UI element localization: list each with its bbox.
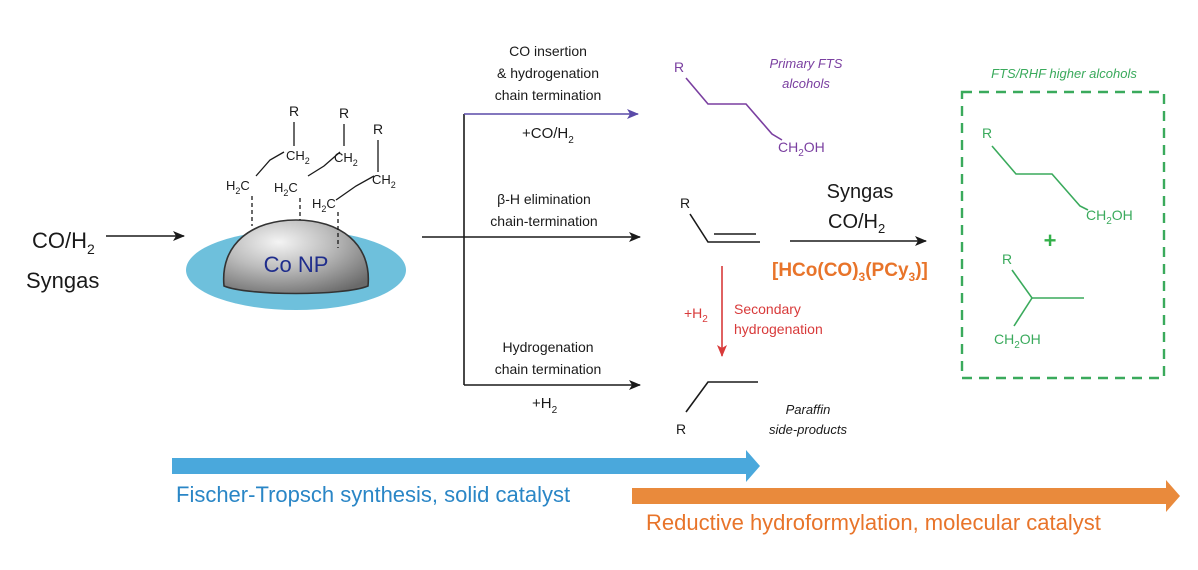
chain-r-2: R bbox=[339, 105, 349, 121]
chain-bond-5 bbox=[335, 175, 375, 201]
ch2-label-1: CH2 bbox=[286, 148, 310, 166]
route-mid-line2: chain-termination bbox=[490, 213, 597, 229]
branched-alcohol-branch bbox=[1013, 297, 1033, 327]
syngas-feed: CO/H2 Syngas bbox=[26, 228, 185, 293]
primary-alcohol-title1: Primary FTS bbox=[770, 56, 843, 71]
cobalt-nanoparticle: Co NP bbox=[186, 219, 406, 310]
linear-alcohol-r: R bbox=[982, 125, 992, 141]
route-mid-labels: β-H elimination chain-termination bbox=[490, 191, 597, 229]
fts-arrow-bar bbox=[172, 450, 760, 482]
primary-alcohol-r: R bbox=[674, 59, 684, 75]
fts-label: Fischer-Tropsch synthesis, solid catalys… bbox=[176, 482, 570, 507]
olefin-molecule: R bbox=[680, 195, 760, 243]
secondary-reagent: +H2 bbox=[684, 305, 708, 325]
route-top-line3: chain termination bbox=[495, 87, 602, 103]
chain-r-3: R bbox=[373, 121, 383, 137]
rhf-step: Syngas CO/H2 [HCo(CO)3(PCy3)] bbox=[772, 181, 928, 284]
fts-bar: Fischer-Tropsch synthesis, solid catalys… bbox=[172, 450, 760, 507]
linear-alcohol-ch2oh: CH2OH bbox=[1086, 207, 1133, 227]
route-bot-reagent: +H2 bbox=[532, 395, 558, 416]
branch-arrows bbox=[422, 109, 641, 390]
secondary-hydrogenation: +H2 Secondary hydrogenation bbox=[684, 266, 823, 357]
primary-alcohol-molecule: Primary FTS alcohols R CH2OH bbox=[674, 56, 843, 159]
surface-alkyl-chains: R R R CH2 CH2 CH2 H2C H2C H2C bbox=[226, 103, 396, 248]
co-np-label: Co NP bbox=[264, 252, 329, 277]
branched-alcohol-r: R bbox=[1002, 251, 1012, 267]
chain-bond-3 bbox=[307, 151, 341, 177]
rhf-catalyst: [HCo(CO)3(PCy3)] bbox=[772, 260, 928, 284]
primary-alcohol-title2: alcohols bbox=[782, 76, 830, 91]
h2c-label-2: H2C bbox=[274, 180, 298, 198]
plus-sign: + bbox=[1044, 228, 1057, 253]
h2c-label-3: H2C bbox=[312, 196, 336, 214]
olefin-r: R bbox=[680, 195, 690, 211]
route-bot-labels: Hydrogenation chain termination +H2 bbox=[495, 339, 602, 416]
primary-alcohol-skeleton bbox=[685, 77, 783, 141]
primary-alcohol-ch2oh: CH2OH bbox=[778, 139, 825, 159]
paraffin-molecule: R Paraffin side-products bbox=[676, 381, 848, 437]
olefin-bonds bbox=[689, 213, 760, 243]
co-np-sphere bbox=[222, 219, 370, 295]
linear-alcohol-skeleton bbox=[991, 145, 1089, 211]
branched-alcohol-skeleton bbox=[1011, 269, 1084, 299]
secondary-line1: Secondary bbox=[734, 301, 801, 317]
rhf-syngas: Syngas bbox=[827, 181, 894, 203]
feed-co-label: CO/H2 bbox=[32, 228, 95, 257]
branched-alcohol-ch2oh: CH2OH bbox=[994, 331, 1041, 351]
rhf-co: CO/H2 bbox=[828, 211, 885, 236]
route-top-labels: CO insertion & hydrogenation chain termi… bbox=[495, 43, 602, 146]
paraffin-label2: side-products bbox=[769, 422, 848, 437]
route-mid-line1: β-H elimination bbox=[497, 191, 591, 207]
route-top-reagent: +CO/H2 bbox=[522, 125, 574, 146]
rhf-arrow-bar bbox=[632, 480, 1180, 512]
route-top-line2: & hydrogenation bbox=[497, 65, 599, 81]
ch2-label-3: CH2 bbox=[372, 172, 396, 190]
paraffin-label1: Paraffin bbox=[786, 402, 831, 417]
rhf-label: Reductive hydroformylation, molecular ca… bbox=[646, 510, 1101, 535]
paraffin-r: R bbox=[676, 421, 686, 437]
route-top-line1: CO insertion bbox=[509, 43, 587, 59]
secondary-line2: hydrogenation bbox=[734, 321, 823, 337]
route-bot-line2: chain termination bbox=[495, 361, 602, 377]
feed-syngas-label: Syngas bbox=[26, 268, 99, 293]
rhf-bar: Reductive hydroformylation, molecular ca… bbox=[632, 480, 1180, 535]
h2c-label-1: H2C bbox=[226, 178, 250, 196]
higher-alcohols-frame bbox=[960, 90, 1166, 380]
route-bot-line1: Hydrogenation bbox=[502, 339, 593, 355]
higher-alcohols-box: FTS/RHF higher alcohols R CH2OH + R CH2O… bbox=[960, 66, 1166, 380]
chain-bond-1 bbox=[255, 151, 285, 177]
chain-r-1: R bbox=[289, 103, 299, 119]
ch2-label-2: CH2 bbox=[334, 150, 358, 168]
higher-alcohols-title: FTS/RHF higher alcohols bbox=[991, 66, 1137, 81]
paraffin-bonds bbox=[685, 381, 758, 413]
